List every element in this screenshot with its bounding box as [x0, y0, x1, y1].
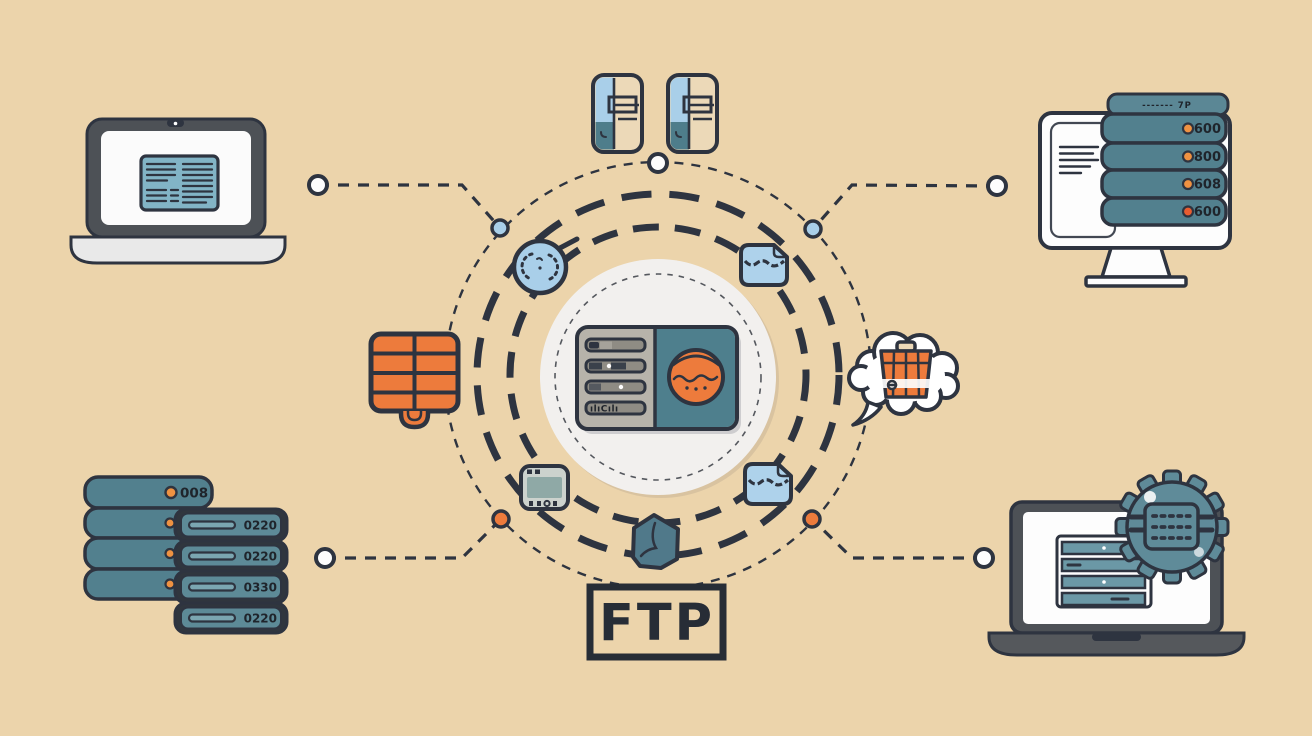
- rack-right-stack: 0220 0220 0330 0220: [173, 507, 289, 635]
- drive-slot: [187, 551, 237, 561]
- laptop-gear-bottom-right: [987, 469, 1246, 657]
- server-row-label: 600: [1194, 122, 1221, 137]
- node-blue: [490, 218, 510, 238]
- status-led: [1181, 177, 1195, 191]
- status-led: [164, 517, 176, 529]
- firewall-icon: [368, 331, 461, 430]
- drive-slot: [187, 520, 237, 530]
- server-stack: ------- 7P 600 800 608 600: [1100, 92, 1230, 227]
- status-led: [164, 485, 178, 500]
- status-led: [1181, 150, 1195, 163]
- node-white: [986, 175, 1008, 197]
- rack-row-label: 0330: [244, 581, 277, 595]
- server-rack-bottom-left: 008 0220 0220: [83, 475, 289, 635]
- ftp-box-border: [586, 583, 727, 661]
- node-white: [973, 547, 995, 569]
- rack-row: 0330: [173, 569, 289, 605]
- card-input-text: ılıCılı: [590, 405, 619, 415]
- node-blue: [803, 219, 823, 239]
- rack-row-label: 0220: [244, 612, 277, 626]
- connector-nodes: [307, 152, 1008, 569]
- node-white: [314, 547, 336, 569]
- server-row-label: 608: [1194, 178, 1221, 193]
- connector-bottom-left: [325, 517, 503, 560]
- server-row: 600: [1100, 112, 1228, 145]
- server-row: 600: [1100, 196, 1228, 227]
- node-white-top: [647, 152, 669, 174]
- monitor-base: [1084, 275, 1188, 288]
- laptop-base: [987, 631, 1246, 657]
- bubble-tail: [851, 400, 883, 427]
- sync-icon: [511, 236, 580, 296]
- drive-slot: [187, 582, 237, 592]
- rack-row: 0220: [173, 601, 289, 635]
- monitor-stand: [1099, 246, 1173, 279]
- connectors: [318, 183, 998, 560]
- shield-icon: [631, 513, 680, 570]
- connector-bottom-right: [810, 517, 984, 560]
- node-orange: [491, 509, 511, 529]
- node-white: [307, 174, 329, 196]
- status-led: [1181, 205, 1195, 218]
- server-row-label: 600: [1194, 205, 1221, 220]
- rack-row: 0220: [173, 507, 289, 543]
- document-icon: [139, 154, 220, 212]
- node-orange: [802, 509, 822, 529]
- hinge-notch: [1092, 633, 1141, 641]
- status-led: [164, 547, 176, 560]
- server-header-label: ------- 7P: [1142, 101, 1192, 111]
- terminal-icon: [519, 464, 570, 511]
- server-row-label: 800: [1194, 150, 1221, 165]
- connector-top-right: [811, 183, 998, 231]
- server-monitor-top-right: ------- 7P 600 800 608 600: [1038, 92, 1232, 288]
- status-led: [1181, 122, 1195, 135]
- drive-slot: [187, 613, 237, 623]
- screen-text-lines: [1058, 145, 1100, 175]
- file-stack-icon: [593, 75, 717, 152]
- rack-top-label: 008: [180, 486, 208, 502]
- chat-briefcase-icon: [847, 331, 960, 427]
- connector-top-left: [318, 183, 502, 230]
- chip-icon: [1128, 502, 1215, 551]
- briefcase-icon: [879, 340, 933, 399]
- rack-row: 0220: [173, 539, 289, 573]
- gear-icon: [1114, 469, 1230, 585]
- envelope-icon-top: [739, 243, 789, 287]
- status-led: [164, 578, 176, 590]
- rack-row-label: 0220: [244, 519, 277, 533]
- ftp-label-box: FTP: [586, 583, 727, 661]
- user-card: ılıCılı: [575, 325, 741, 434]
- rack-row-label: 0220: [244, 550, 277, 564]
- ftp-label: FTP: [599, 594, 715, 653]
- server-row: 800: [1100, 141, 1228, 172]
- envelope-icon-bottom: [743, 462, 793, 506]
- laptop-top-left: [69, 117, 287, 265]
- server-row: 608: [1100, 168, 1228, 200]
- laptop-base: [69, 235, 287, 265]
- avatar: [667, 348, 725, 406]
- card-fields: ılıCılı: [584, 337, 647, 416]
